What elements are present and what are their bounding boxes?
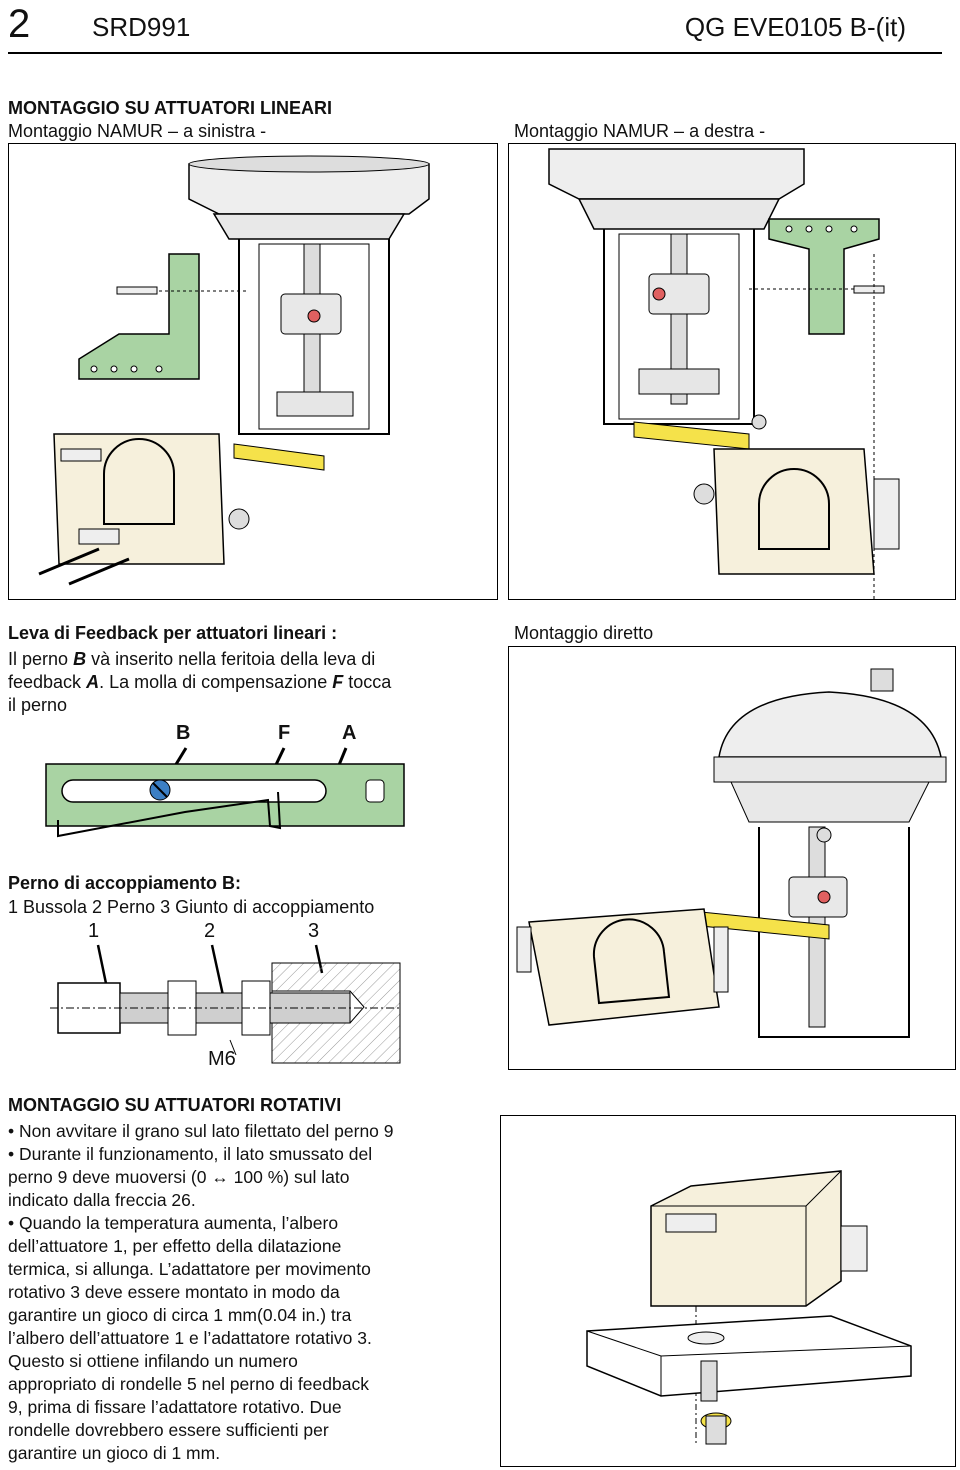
namur-left-figure bbox=[8, 143, 498, 600]
lever-text-2a: feedback bbox=[8, 672, 82, 692]
lever-text-1b: và inserito nella feritoia della leva di bbox=[91, 649, 376, 669]
document-code: QG EVE0105 B-(it) bbox=[684, 12, 906, 42]
pin-title-text: Perno di accoppiamento B: bbox=[8, 873, 242, 893]
label-A: A bbox=[342, 722, 357, 744]
header-rule bbox=[8, 52, 942, 54]
spring-ref-F: F bbox=[332, 672, 344, 692]
page-number: 2 bbox=[8, 2, 31, 46]
lever-text-2b: . La molla di compensazione bbox=[99, 672, 328, 692]
pin-num-2: 2 bbox=[204, 920, 216, 942]
rotary-drawing bbox=[586, 1170, 912, 1446]
product-name: SRD991 bbox=[92, 12, 191, 42]
feedback-lever-drawing bbox=[45, 747, 405, 838]
rotary-figure bbox=[500, 1115, 956, 1467]
namur-right-drawing bbox=[548, 148, 900, 599]
direct-drawing bbox=[516, 668, 947, 1038]
rotary-bullet-2-line-1: • Durante il funzionamento, il lato smus… bbox=[8, 1144, 373, 1164]
rotary-bullet-3-line-1: • Quando la temperatura aumenta, l’alber… bbox=[8, 1213, 339, 1233]
rotary-bullet-3-line-9: 9, prima di fissare l’adattatore rotativ… bbox=[8, 1397, 342, 1417]
rotary-bullet-3-line-2: dell’attuatore 1, per effetto della dila… bbox=[8, 1236, 342, 1256]
rotary-bullet-3-line-8: appropriato di rondelle 5 nel perno di f… bbox=[8, 1374, 369, 1394]
rotary-bullet-3-line-5: garantire un gioco di circa 1 mm(0.04 in… bbox=[8, 1305, 352, 1325]
direct-figure bbox=[508, 646, 956, 1070]
direct-title: Montaggio diretto bbox=[514, 623, 654, 643]
lever-text-2c: tocca bbox=[348, 672, 392, 692]
rotary-bullet-3-line-11: garantire un gioco di 1 mm. bbox=[8, 1443, 221, 1463]
label-F: F bbox=[278, 722, 291, 744]
rotary-bullet-3-line-7: Questo si ottiene infilando un numero bbox=[8, 1351, 298, 1371]
namur-right-label: Montaggio NAMUR – a destra - bbox=[514, 121, 766, 141]
rotary-bullet-3-line-6: l’albero dell’attuatore 1 e l’adattatore… bbox=[8, 1328, 372, 1348]
rotary-bullet-3-line-3: termica, si allunga. L’adattatore per mo… bbox=[8, 1259, 371, 1279]
rotary-bullet-3-line-10: rondelle dovrebbero essere sufficienti p… bbox=[8, 1420, 329, 1440]
rotary-bullet-2-line-2: perno 9 deve muoversi (0 ↔ 100 %) sul la… bbox=[8, 1167, 350, 1187]
pin-title: Perno di accoppiamento B: bbox=[8, 872, 241, 895]
coupling-pin-drawing bbox=[50, 944, 401, 1064]
thread-label: M6 bbox=[208, 1048, 236, 1070]
rotary-bullet-2-line-3: indicato dalla freccia 26. bbox=[8, 1190, 196, 1210]
linear-title: MONTAGGIO SU ATTUATORI LINEARI bbox=[8, 98, 332, 118]
lever-text-3: il perno bbox=[8, 695, 68, 715]
namur-left-label: Montaggio NAMUR – a sinistra - bbox=[8, 121, 267, 141]
lever-title: Leva di Feedback per attuatori lineari : bbox=[8, 623, 338, 643]
rotary-bullet-3-line-4: rotativo 3 deve essere montato in modo d… bbox=[8, 1282, 340, 1302]
pin-legend: 1 Bussola 2 Perno 3 Giunto di accoppiame… bbox=[8, 897, 375, 917]
rotary-title: MONTAGGIO SU ATTUATORI ROTATIVI bbox=[8, 1095, 342, 1115]
rotary-bullet-1: • Non avvitare il grano sul lato filetta… bbox=[8, 1121, 394, 1141]
lever-ref-A: A bbox=[86, 672, 100, 692]
pin-num-3: 3 bbox=[308, 920, 320, 942]
lever-description: Il perno B và inserito nella feritoia de… bbox=[8, 648, 488, 717]
label-B: B bbox=[176, 722, 191, 744]
rotary-instructions: • Non avvitare il grano sul lato filetta… bbox=[8, 1120, 478, 1465]
lever-text-1: Il perno bbox=[8, 649, 69, 669]
namur-left-drawing bbox=[38, 155, 430, 586]
namur-right-figure bbox=[508, 143, 956, 600]
pin-ref-B: B bbox=[73, 649, 87, 669]
pin-num-1: 1 bbox=[88, 920, 100, 942]
